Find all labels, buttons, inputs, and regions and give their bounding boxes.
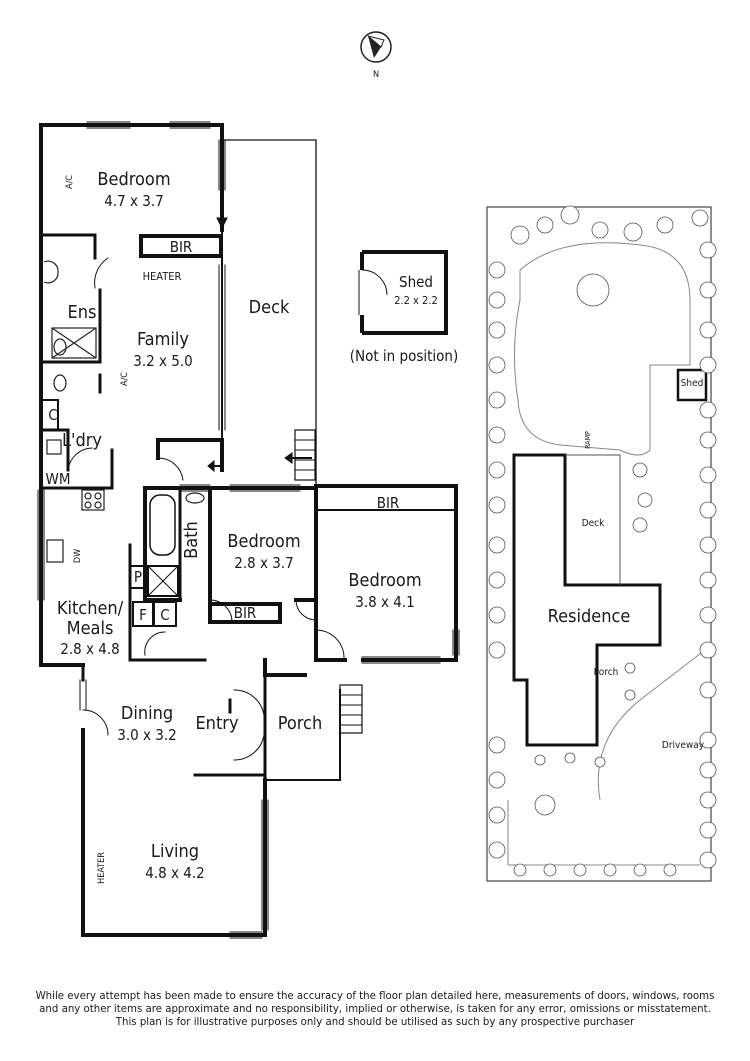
bath-label: Bath bbox=[181, 521, 202, 559]
site-porch-label: Porch bbox=[594, 667, 619, 678]
shed-plan bbox=[358, 250, 448, 335]
heater-label: HEATER bbox=[143, 270, 182, 283]
shed-name: Shed bbox=[399, 273, 433, 291]
laundry-label: L'dry bbox=[62, 430, 102, 451]
room-family: Family 3.2 x 5.0 bbox=[133, 329, 192, 370]
room-name: Bedroom bbox=[227, 531, 300, 552]
ac-label-family: A/C bbox=[120, 372, 130, 386]
dishwasher-label: DW bbox=[73, 549, 83, 563]
site-shed-label: Shed bbox=[681, 378, 704, 389]
porch-label: Porch bbox=[278, 713, 322, 734]
site-deck-label: Deck bbox=[582, 518, 605, 529]
cupboard-label: C bbox=[48, 406, 57, 424]
room-dims: 3.2 x 5.0 bbox=[133, 352, 192, 370]
north-label: N bbox=[373, 70, 379, 80]
north-compass-icon bbox=[360, 31, 392, 63]
room-name: Dining bbox=[121, 703, 173, 724]
room-dims: 3.8 x 4.1 bbox=[355, 593, 414, 611]
fridge-label: F bbox=[139, 606, 147, 624]
room-name: Living bbox=[151, 841, 199, 862]
room-dims: 4.8 x 4.2 bbox=[145, 864, 204, 882]
bir-label: BIR bbox=[170, 238, 193, 256]
washing-machine-label: WM bbox=[46, 470, 71, 488]
room-dims: 3.0 x 3.2 bbox=[117, 726, 176, 744]
entry-label: Entry bbox=[195, 713, 238, 734]
bir-label-3: BIR bbox=[377, 494, 400, 512]
room-bedroom-2: Bedroom 2.8 x 3.7 bbox=[227, 531, 300, 572]
room-dims: 2.8 x 3.7 bbox=[234, 554, 293, 572]
house-walls bbox=[37, 121, 460, 939]
entry-arrows bbox=[207, 195, 312, 473]
heater-label-living: HEATER bbox=[97, 852, 107, 884]
site-ramp-label: RAMP bbox=[584, 431, 592, 449]
room-bedroom-3: Bedroom 3.8 x 4.1 bbox=[348, 570, 421, 611]
room-name: Bedroom bbox=[97, 169, 170, 190]
ens-label: Ens bbox=[68, 302, 97, 323]
room-name: Family bbox=[137, 329, 189, 350]
room-name: Bedroom bbox=[348, 570, 421, 591]
disclaimer-line-1: While every attempt has been made to ens… bbox=[35, 991, 715, 1002]
disclaimer-line-3: This plan is for illustrative purposes o… bbox=[115, 1017, 635, 1028]
room-name-line2: Meals bbox=[67, 618, 114, 639]
room-dims: 4.7 x 3.7 bbox=[104, 192, 163, 210]
cupboard-label-2: C bbox=[160, 606, 169, 624]
disclaimer-line-2: and any other items are approximate and … bbox=[39, 1004, 711, 1015]
shed-dims: 2.2 x 2.2 bbox=[394, 294, 438, 307]
pantry-label: P bbox=[134, 568, 142, 586]
site-residence-label: Residence bbox=[548, 606, 631, 627]
deck-label: Deck bbox=[249, 297, 290, 318]
room-dims: 2.8 x 4.8 bbox=[60, 640, 119, 658]
not-in-position-note: (Not in position) bbox=[350, 347, 459, 365]
room-living: Living 4.8 x 4.2 bbox=[145, 841, 204, 882]
site-plan: Residence Deck Porch Shed RAMP Driveway bbox=[486, 205, 717, 882]
room-kitchen-meals: Kitchen/ Meals 2.8 x 4.8 bbox=[57, 598, 124, 658]
room-name-line1: Kitchen/ bbox=[57, 598, 124, 619]
disclaimer: While every attempt has been made to ens… bbox=[30, 990, 720, 1029]
bir-label-2: BIR bbox=[234, 604, 257, 622]
room-dining: Dining 3.0 x 3.2 bbox=[117, 703, 176, 744]
room-bedroom-main: Bedroom 4.7 x 3.7 bbox=[97, 169, 170, 210]
ac-label: A/C bbox=[65, 175, 75, 189]
fixtures bbox=[43, 260, 205, 563]
site-driveway-label: Driveway bbox=[662, 740, 705, 751]
